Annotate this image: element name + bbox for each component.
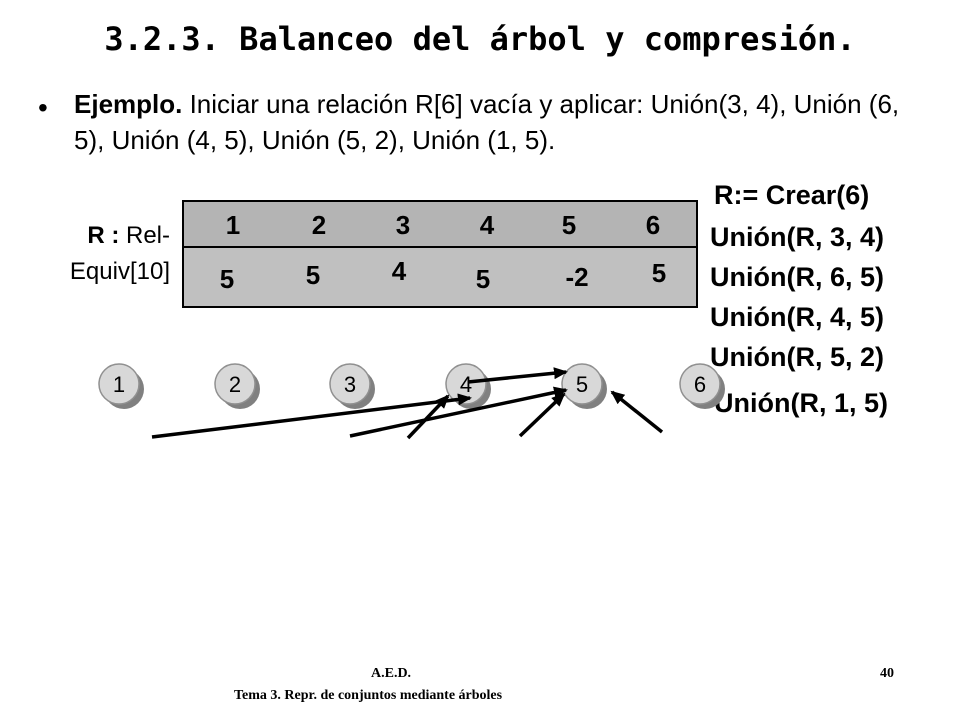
table-header-cell: 2 bbox=[311, 210, 327, 240]
operation-line: Unión(R, 3, 4) bbox=[710, 222, 884, 252]
operation-line: Unión(R, 5, 2) bbox=[710, 342, 884, 372]
table-header-cell: 3 bbox=[395, 210, 411, 240]
relation-type-part2: Equiv[10] bbox=[69, 258, 170, 285]
table-value-cell: 4 bbox=[391, 256, 407, 286]
edge-arrow bbox=[518, 392, 566, 438]
bullet-paragraph: Ejemplo. Iniciar una relación R[6] vacía… bbox=[74, 86, 934, 158]
edge-arrow bbox=[151, 393, 472, 439]
table-value-cell: 5 bbox=[219, 264, 235, 294]
table-header-cell: 1 bbox=[225, 210, 241, 240]
footer-course: A.E.D. bbox=[371, 666, 412, 681]
edge-arrow bbox=[406, 394, 450, 440]
table-header-cell: 5 bbox=[561, 210, 577, 240]
node-3: 3 bbox=[329, 363, 375, 409]
node-label: 3 bbox=[344, 372, 356, 397]
table-header-row bbox=[184, 202, 696, 248]
table-value-cell: 5 bbox=[475, 264, 491, 294]
table-value-cell: 5 bbox=[305, 260, 321, 290]
footer-topic: Tema 3. Repr. de conjuntos mediante árbo… bbox=[234, 688, 503, 703]
operation-line: R:= Crear(6) bbox=[714, 180, 870, 210]
relation-label: R : Rel- Equiv[10] bbox=[30, 218, 170, 290]
operation-line: Unión(R, 1, 5) bbox=[714, 388, 888, 418]
edge-arrow bbox=[610, 390, 664, 434]
page-title: 3.2.3. Balanceo del árbol y compresión. bbox=[104, 20, 856, 58]
bullet-dot: • bbox=[38, 92, 48, 123]
node-label: 1 bbox=[113, 372, 125, 397]
relation-name: R : bbox=[87, 222, 120, 249]
relation-type-part1: Rel- bbox=[119, 222, 170, 249]
edge-arrow bbox=[349, 386, 568, 438]
node-5: 5 bbox=[561, 363, 607, 409]
footer-page-number: 40 bbox=[880, 666, 894, 681]
node-label: 4 bbox=[460, 372, 472, 397]
bullet-lead: Ejemplo. bbox=[74, 89, 183, 119]
table-value-cell: -2 bbox=[565, 262, 589, 292]
table-header-cell: 6 bbox=[645, 210, 661, 240]
operation-line: Unión(R, 6, 5) bbox=[710, 262, 884, 292]
bullet-body: Iniciar una relación R[6] vacía y aplica… bbox=[74, 89, 900, 155]
table-header-cell: 4 bbox=[479, 210, 495, 240]
node-label: 2 bbox=[229, 372, 241, 397]
operation-line: Unión(R, 4, 5) bbox=[710, 302, 884, 332]
node-2: 2 bbox=[214, 363, 260, 409]
node-label: 5 bbox=[576, 372, 588, 397]
table-value-cell: 5 bbox=[651, 258, 667, 288]
parent-array-table: 1 2 3 4 5 6 5 5 4 5 -2 5 bbox=[182, 200, 698, 308]
node-4: 4 bbox=[445, 363, 491, 409]
node-6: 6 bbox=[679, 363, 725, 409]
edge-arrow bbox=[467, 367, 568, 384]
node-label: 6 bbox=[694, 372, 706, 397]
node-1: 1 bbox=[98, 363, 144, 409]
